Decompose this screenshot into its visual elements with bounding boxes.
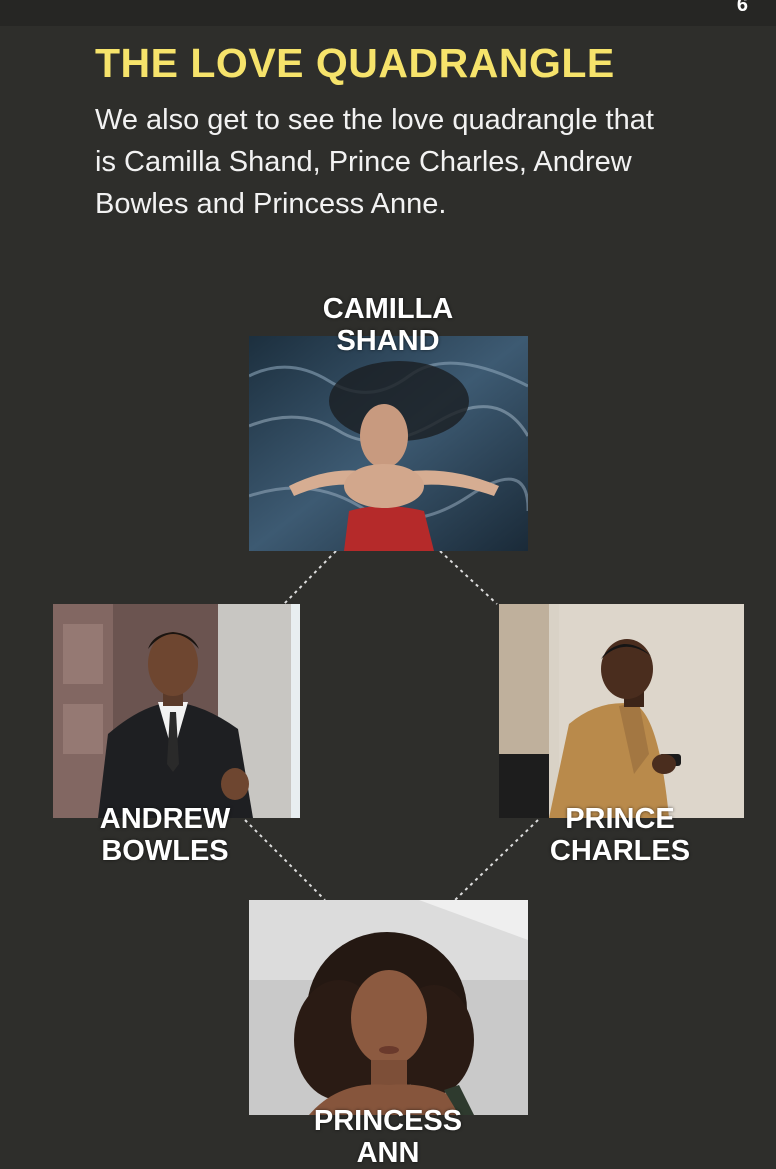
page-title: THE LOVE QUADRANGLE: [95, 40, 615, 86]
name-line-1: PRINCE: [565, 803, 675, 835]
corner-mark: 6: [736, 0, 748, 16]
photo-prince-charles: [499, 604, 744, 818]
name-line-2: BOWLES: [101, 835, 229, 867]
connector-charles-anne: [454, 819, 539, 901]
name-camilla-shand: CAMILLA SHAND: [288, 293, 488, 357]
name-line-2: ANN: [356, 1137, 420, 1169]
name-prince-charles: PRINCE CHARLES: [520, 803, 720, 867]
name-line-1: CAMILLA: [322, 293, 454, 325]
photo-camilla-shand: [249, 336, 528, 551]
name-princess-ann: PRINCESS ANN: [288, 1105, 488, 1169]
intro-text: We also get to see the love quadrangle t…: [95, 104, 654, 220]
name-andrew-bowles: ANDREW BOWLES: [60, 803, 270, 867]
top-bar: [0, 0, 776, 26]
name-line-1: PRINCESS: [313, 1105, 463, 1137]
connector-andrew-anne: [244, 819, 326, 901]
name-line-2: SHAND: [336, 325, 440, 357]
name-line-2: CHARLES: [549, 835, 691, 867]
connector-camilla-andrew: [283, 550, 337, 605]
connector-camilla-charles: [439, 550, 498, 605]
photo-princess-ann: [249, 900, 528, 1115]
name-line-1: ANDREW: [99, 803, 231, 835]
photo-andrew-bowles: [53, 604, 300, 818]
